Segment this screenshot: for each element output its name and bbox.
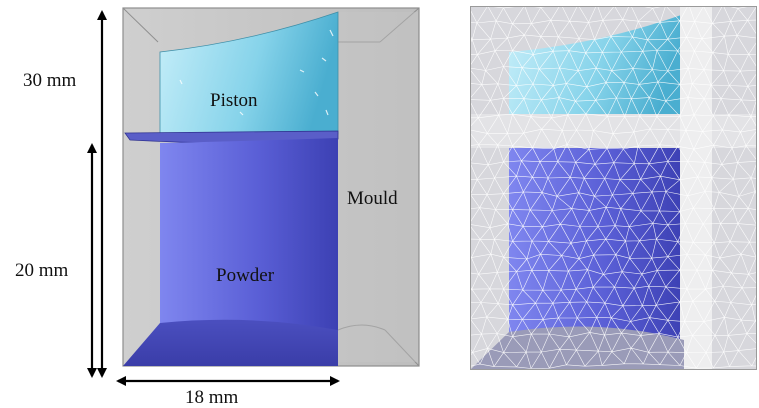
mesh-frame bbox=[470, 6, 757, 370]
mesh-floor bbox=[470, 326, 684, 370]
mesh-gap-band bbox=[470, 114, 757, 148]
mould-edge-br bbox=[384, 329, 420, 367]
width-18-label: 18 mm bbox=[185, 387, 239, 408]
mould-label: Mould bbox=[347, 188, 398, 209]
mould-edge-tr bbox=[379, 7, 420, 43]
powder-label: Powder bbox=[216, 265, 275, 286]
mesh-lines bbox=[470, 6, 757, 369]
piston-body bbox=[159, 11, 339, 135]
mesh-powder-body bbox=[509, 148, 684, 360]
powder-body bbox=[160, 138, 338, 366]
meshed-model-view bbox=[470, 6, 757, 370]
height-30-label: 30 mm bbox=[23, 70, 77, 91]
height-20-label: 20 mm bbox=[15, 260, 69, 281]
dimension-annotations: 30 mm 20 mm 18 mm bbox=[15, 10, 340, 408]
mould-edge-tl bbox=[122, 7, 159, 43]
mould-back-curve bbox=[337, 41, 386, 331]
piston-speckle bbox=[179, 29, 334, 116]
mesh-piston-body bbox=[509, 14, 684, 116]
mould-side-shade bbox=[338, 12, 418, 362]
solid-model-view: Piston Powder Mould bbox=[122, 7, 420, 367]
powder-floor bbox=[123, 319, 338, 366]
mesh-triangle-edges bbox=[470, 6, 757, 369]
piston-label: Piston bbox=[210, 90, 258, 111]
